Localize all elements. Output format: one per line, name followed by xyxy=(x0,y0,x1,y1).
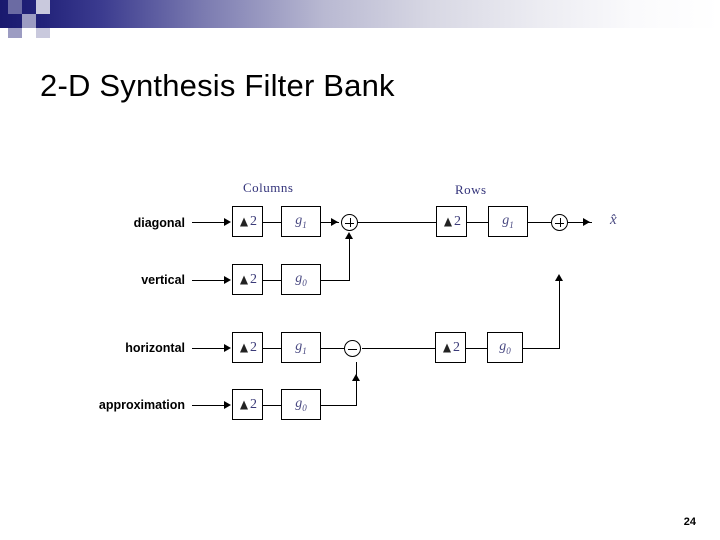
band-square-3 xyxy=(36,0,50,14)
up-arrow-icon xyxy=(443,343,451,352)
wire-approximation-up-to-filter xyxy=(263,405,282,406)
up-arrow-icon xyxy=(240,343,248,352)
filter-label: g1 xyxy=(295,338,307,356)
wire-approximation-filter-right xyxy=(321,405,357,406)
band-square-2 xyxy=(22,14,36,28)
wire-rows-bottom-in xyxy=(362,348,436,349)
wire-diagonal-filter-to-adder xyxy=(321,222,339,223)
filter-vertical-g0: g0 xyxy=(281,264,321,295)
band-square-5 xyxy=(36,28,50,38)
wire-rows-bottom-filter-right xyxy=(523,348,560,349)
input-label-diagonal: diagonal xyxy=(133,216,185,230)
up-arrow-icon xyxy=(240,217,248,226)
filter-label: g0 xyxy=(499,338,511,356)
wire-approximation-in xyxy=(192,405,225,406)
band-square-4 xyxy=(8,28,22,38)
wire-horizontal-in xyxy=(192,348,225,349)
upsample-factor-label: 2 xyxy=(250,271,257,287)
wire-rows-top-filter-to-adder xyxy=(528,222,551,223)
up-arrow-icon xyxy=(240,275,248,284)
upsample-factor-label: 2 xyxy=(250,339,257,355)
filter-approximation-g0: g0 xyxy=(281,389,321,420)
wire-vertical-in xyxy=(192,280,225,281)
page-title: 2-D Synthesis Filter Bank xyxy=(40,68,395,103)
top-decorative-band xyxy=(0,0,720,28)
input-label-vertical: vertical xyxy=(141,273,185,287)
arrowhead-vertical-in xyxy=(224,276,231,284)
up-arrow-icon xyxy=(240,400,248,409)
upsample-factor-label: 2 xyxy=(250,396,257,412)
upsampler-vertical: 2 xyxy=(232,264,263,295)
filter-label: g1 xyxy=(502,212,514,230)
upsampler-horizontal: 2 xyxy=(232,332,263,363)
arrowhead-vertical-adder xyxy=(345,232,353,239)
adder-columns-top xyxy=(341,214,358,231)
wire-rows-bottom-to-adder xyxy=(559,280,560,348)
wire-diagonal-up-to-filter xyxy=(263,222,282,223)
filter-label: g0 xyxy=(295,270,307,288)
rows-stage-header: Rows xyxy=(455,182,487,197)
arrowhead-rows-bottom-adder xyxy=(555,274,563,281)
wire-vertical-to-adder xyxy=(349,238,350,280)
plus-vertical xyxy=(559,218,561,227)
arrowhead-horizontal-in xyxy=(224,344,231,352)
input-label-horizontal: horizontal xyxy=(125,341,185,355)
upsample-factor-label: 2 xyxy=(454,213,461,229)
upsampler-rows-top: 2 xyxy=(436,206,467,237)
wire-diagonal-in xyxy=(192,222,225,223)
output-label-xhat: x̂ xyxy=(610,212,617,228)
wire-output xyxy=(568,222,592,223)
minus-horizontal xyxy=(348,348,357,350)
wire-rows-top-in xyxy=(358,222,437,223)
input-label-approximation: approximation xyxy=(98,398,185,412)
upsampler-rows-bottom: 2 xyxy=(435,332,466,363)
filter-label: g1 xyxy=(295,212,307,230)
wire-horizontal-up-to-filter xyxy=(263,348,282,349)
wire-rows-bottom-up-to-filter xyxy=(466,348,488,349)
columns-stage-header: Columns xyxy=(243,180,294,195)
filter-rows-bottom-g0: g0 xyxy=(487,332,523,363)
upsampler-approximation: 2 xyxy=(232,389,263,420)
adder-rows-output xyxy=(551,214,568,231)
plus-vertical xyxy=(349,218,351,227)
adder-columns-bottom xyxy=(344,340,361,357)
wire-vertical-filter-right xyxy=(321,280,350,281)
wire-horizontal-filter-to-adder xyxy=(321,348,344,349)
upsampler-diagonal: 2 xyxy=(232,206,263,237)
arrowhead-approximation-adder xyxy=(352,374,360,381)
filter-horizontal-g1: g1 xyxy=(281,332,321,363)
up-arrow-icon xyxy=(444,217,452,226)
wire-vertical-up-to-filter xyxy=(263,280,282,281)
arrowhead-diagonal-adder xyxy=(331,218,338,226)
filter-diagonal-g1: g1 xyxy=(281,206,321,237)
filter-label: g0 xyxy=(295,395,307,413)
arrowhead-output xyxy=(583,218,590,226)
upsample-factor-label: 2 xyxy=(250,213,257,229)
band-square-1 xyxy=(8,0,22,14)
arrowhead-approximation-in xyxy=(224,401,231,409)
filter-rows-top-g1: g1 xyxy=(488,206,528,237)
upsample-factor-label: 2 xyxy=(453,339,460,355)
arrowhead-diagonal-in xyxy=(224,218,231,226)
wire-rows-top-up-to-filter xyxy=(467,222,489,223)
wire-approximation-to-adder xyxy=(356,362,357,405)
page-number: 24 xyxy=(683,516,696,528)
